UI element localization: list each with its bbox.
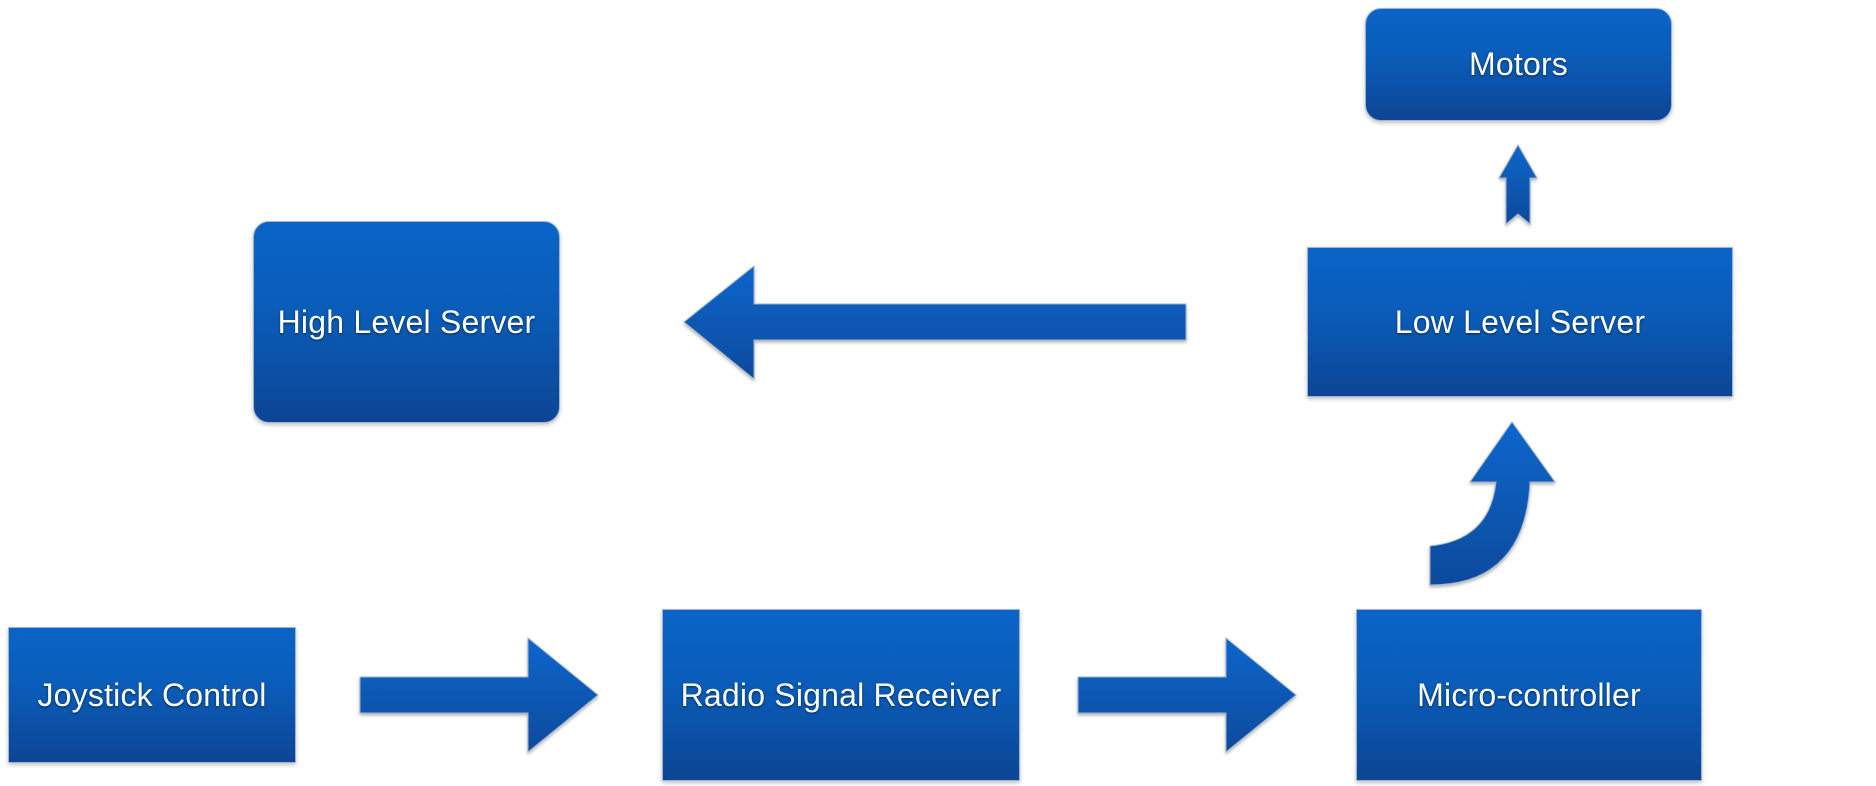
arrow-receiver-to-microcontroller — [1077, 636, 1297, 754]
arrow-joystick-to-receiver — [359, 636, 599, 754]
node-high-level-server-label: High Level Server — [277, 303, 536, 340]
arrow-low-server-to-motors — [1498, 143, 1538, 226]
node-motors: Motors — [1365, 8, 1672, 121]
node-joystick-control: Joystick Control — [8, 627, 296, 763]
arrow-low-to-high-server — [683, 264, 1187, 381]
node-motors-label: Motors — [1469, 46, 1568, 82]
node-radio-signal-receiver: Radio Signal Receiver — [662, 609, 1020, 781]
arrow-microcontroller-to-low-server — [1429, 421, 1556, 586]
node-micro-controller-label: Micro-controller — [1417, 676, 1641, 713]
node-high-level-server: High Level Server — [253, 221, 560, 423]
node-radio-signal-receiver-label: Radio Signal Receiver — [680, 676, 1002, 713]
node-low-level-server: Low Level Server — [1307, 247, 1733, 397]
node-low-level-server-label: Low Level Server — [1394, 303, 1646, 340]
node-joystick-control-label: Joystick Control — [37, 676, 267, 713]
node-micro-controller: Micro-controller — [1356, 609, 1702, 781]
